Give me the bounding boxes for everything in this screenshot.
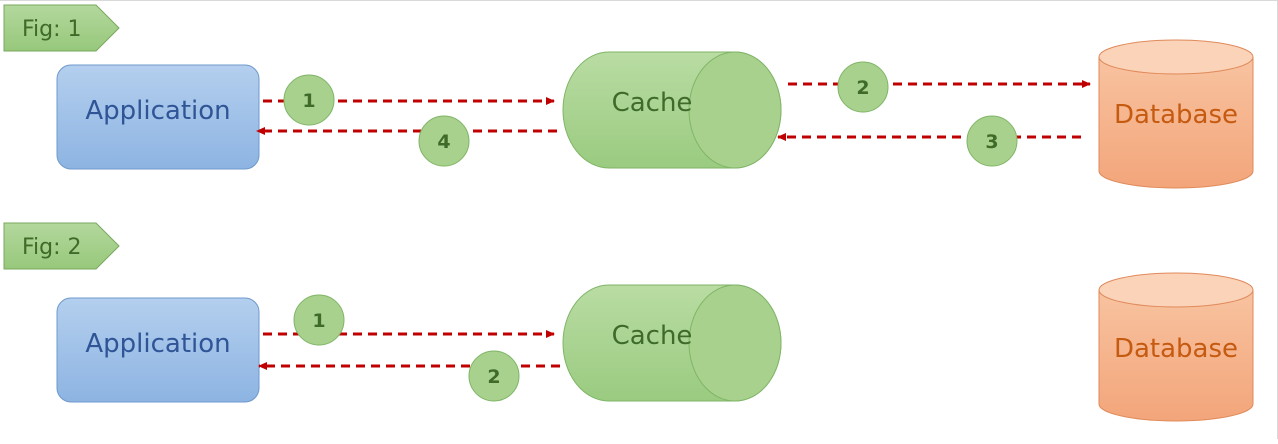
step-label: 3 <box>985 131 998 153</box>
database-cylinder: Database <box>1098 272 1254 422</box>
application-box: Application <box>56 64 260 170</box>
step-label: 4 <box>437 131 450 153</box>
cache-label: Cache <box>612 88 693 118</box>
database-label: Database <box>1114 100 1238 130</box>
step-label: 1 <box>312 310 325 332</box>
cache-cylinder: Cache <box>562 284 782 402</box>
step-badge: 1 <box>283 74 335 126</box>
fig-tag-label: Fig: 1 <box>22 17 82 42</box>
step-label: 2 <box>487 366 500 388</box>
step-label: 1 <box>302 90 315 112</box>
cache-cylinder: Cache <box>562 51 782 169</box>
fig-tag: Fig: 2 <box>3 222 120 270</box>
figure-1: Fig: 1 Application Cache Database 1 <box>3 4 1254 189</box>
database-cylinder: Database <box>1098 39 1254 189</box>
step-label: 2 <box>856 77 869 99</box>
step-badge: 2 <box>837 61 889 113</box>
cache-label: Cache <box>612 321 693 351</box>
application-label: Application <box>85 329 230 359</box>
step-badge: 4 <box>418 115 470 167</box>
step-badge: 1 <box>293 294 345 346</box>
step-badge: 2 <box>468 350 520 402</box>
step-badge: 3 <box>966 115 1018 167</box>
figure-2: Fig: 2 Application Cache Database 1 <box>3 222 1254 422</box>
fig-tag: Fig: 1 <box>3 4 120 52</box>
application-box: Application <box>56 297 260 403</box>
fig-tag-label: Fig: 2 <box>22 235 82 260</box>
database-label: Database <box>1114 334 1238 364</box>
application-label: Application <box>85 96 230 126</box>
